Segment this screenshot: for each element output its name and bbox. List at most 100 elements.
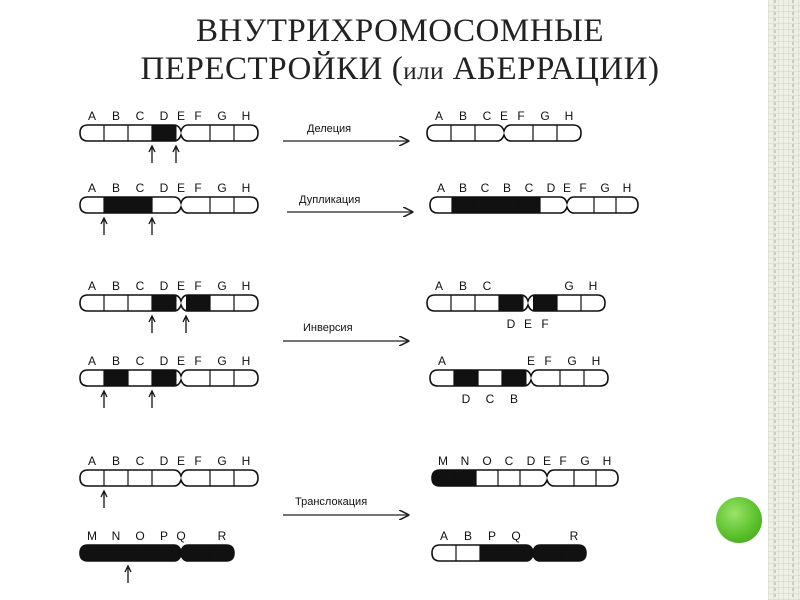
gene-label: O [482, 454, 491, 468]
gene-label-below: D [462, 392, 471, 406]
gene-label: E [563, 181, 571, 195]
gene-label: F [544, 354, 551, 368]
gene-label: C [136, 109, 145, 123]
dark-band [496, 197, 519, 213]
dark-band [104, 545, 129, 561]
gene-label: M [438, 454, 448, 468]
dark-band [104, 197, 129, 213]
gene-label: B [464, 529, 472, 543]
gene-label: F [194, 109, 201, 123]
gene-label: G [580, 454, 589, 468]
gene-label-below: E [524, 317, 532, 331]
gene-label: D [547, 181, 556, 195]
gene-label: F [579, 181, 586, 195]
title-line-1: ВНУТРИХРОМОСОМНЫЕ [196, 13, 604, 49]
break-arrow-head [148, 389, 156, 398]
chromosome-outline [429, 369, 609, 387]
dark-band [176, 545, 187, 561]
dark-band [452, 197, 475, 213]
band-group [453, 370, 585, 386]
gene-label: F [194, 181, 201, 195]
gene-label: A [88, 354, 96, 368]
gene-label: R [570, 529, 579, 543]
gene-label: E [177, 454, 185, 468]
dark-band [128, 545, 153, 561]
gene-label: B [112, 279, 120, 293]
gene-label: C [505, 454, 514, 468]
strip-line [774, 0, 776, 600]
gene-label: F [517, 109, 524, 123]
gene-label: P [488, 529, 496, 543]
break-arrow-head [124, 564, 132, 573]
chromosome-outline [431, 544, 587, 562]
gene-label: E [177, 354, 185, 368]
chromosome-outline [431, 469, 619, 487]
dark-band [499, 295, 524, 311]
slide-title: ВНУТРИХРОМОСОМНЫЕ ПЕРЕСТРОЙКИ (или АБЕРР… [80, 12, 720, 91]
chromosome-outline [426, 294, 606, 312]
gene-label: B [112, 109, 120, 123]
dark-band [186, 295, 211, 311]
gene-label: G [567, 354, 576, 368]
dark-band [538, 545, 563, 561]
gene-label: M [87, 529, 97, 543]
gene-label: E [177, 181, 185, 195]
break-arrow-head [100, 389, 108, 398]
title-line-2-main: ПЕРЕСТРОЙКИ ( [140, 51, 404, 87]
translocation-arrow: Транслокация [283, 496, 408, 515]
gene-label: H [589, 279, 598, 293]
inversion-arrow: Инверсия [283, 322, 408, 341]
break-arrow-head [148, 216, 156, 225]
gene-label-below: F [541, 317, 548, 331]
chromosome-outline [426, 124, 582, 142]
dark-band [454, 370, 479, 386]
break-arrow-head [148, 144, 156, 153]
gene-label: C [136, 454, 145, 468]
gene-label: F [559, 454, 566, 468]
break-arrow-head [100, 216, 108, 225]
gene-label: B [112, 454, 120, 468]
dark-band [454, 470, 477, 486]
dark-band [80, 545, 105, 561]
gene-label: G [540, 109, 549, 123]
dark-band [528, 545, 539, 561]
gene-label: P [160, 529, 168, 543]
gene-label: D [160, 109, 169, 123]
gene-label: D [160, 181, 169, 195]
gene-label: A [88, 181, 96, 195]
gene-label: Q [176, 529, 185, 543]
title-line-2: ПЕРЕСТРОЙКИ (или АБЕРРАЦИИ) [80, 50, 720, 91]
dark-band [562, 545, 586, 561]
gene-label: C [136, 181, 145, 195]
gene-label: C [136, 279, 145, 293]
green-dot-decoration [716, 497, 762, 543]
gene-label: H [242, 181, 251, 195]
gene-label: C [483, 109, 492, 123]
duplication-arrow: Дупликация [287, 194, 412, 212]
gene-label: H [565, 109, 574, 123]
chromosome-outline [79, 544, 235, 562]
gene-label: B [503, 181, 511, 195]
gene-label: E [500, 109, 508, 123]
band-group [451, 197, 617, 213]
gene-label: A [88, 279, 96, 293]
gene-label: F [194, 279, 201, 293]
gene-label: N [461, 454, 470, 468]
chromosome-outline [79, 369, 259, 387]
gene-label: E [543, 454, 551, 468]
band-group [455, 545, 586, 561]
gene-label: O [135, 529, 144, 543]
dark-band [480, 545, 505, 561]
gene-label: D [160, 454, 169, 468]
gene-label: F [194, 354, 201, 368]
gene-label: A [435, 109, 443, 123]
gene-label: N [112, 529, 121, 543]
